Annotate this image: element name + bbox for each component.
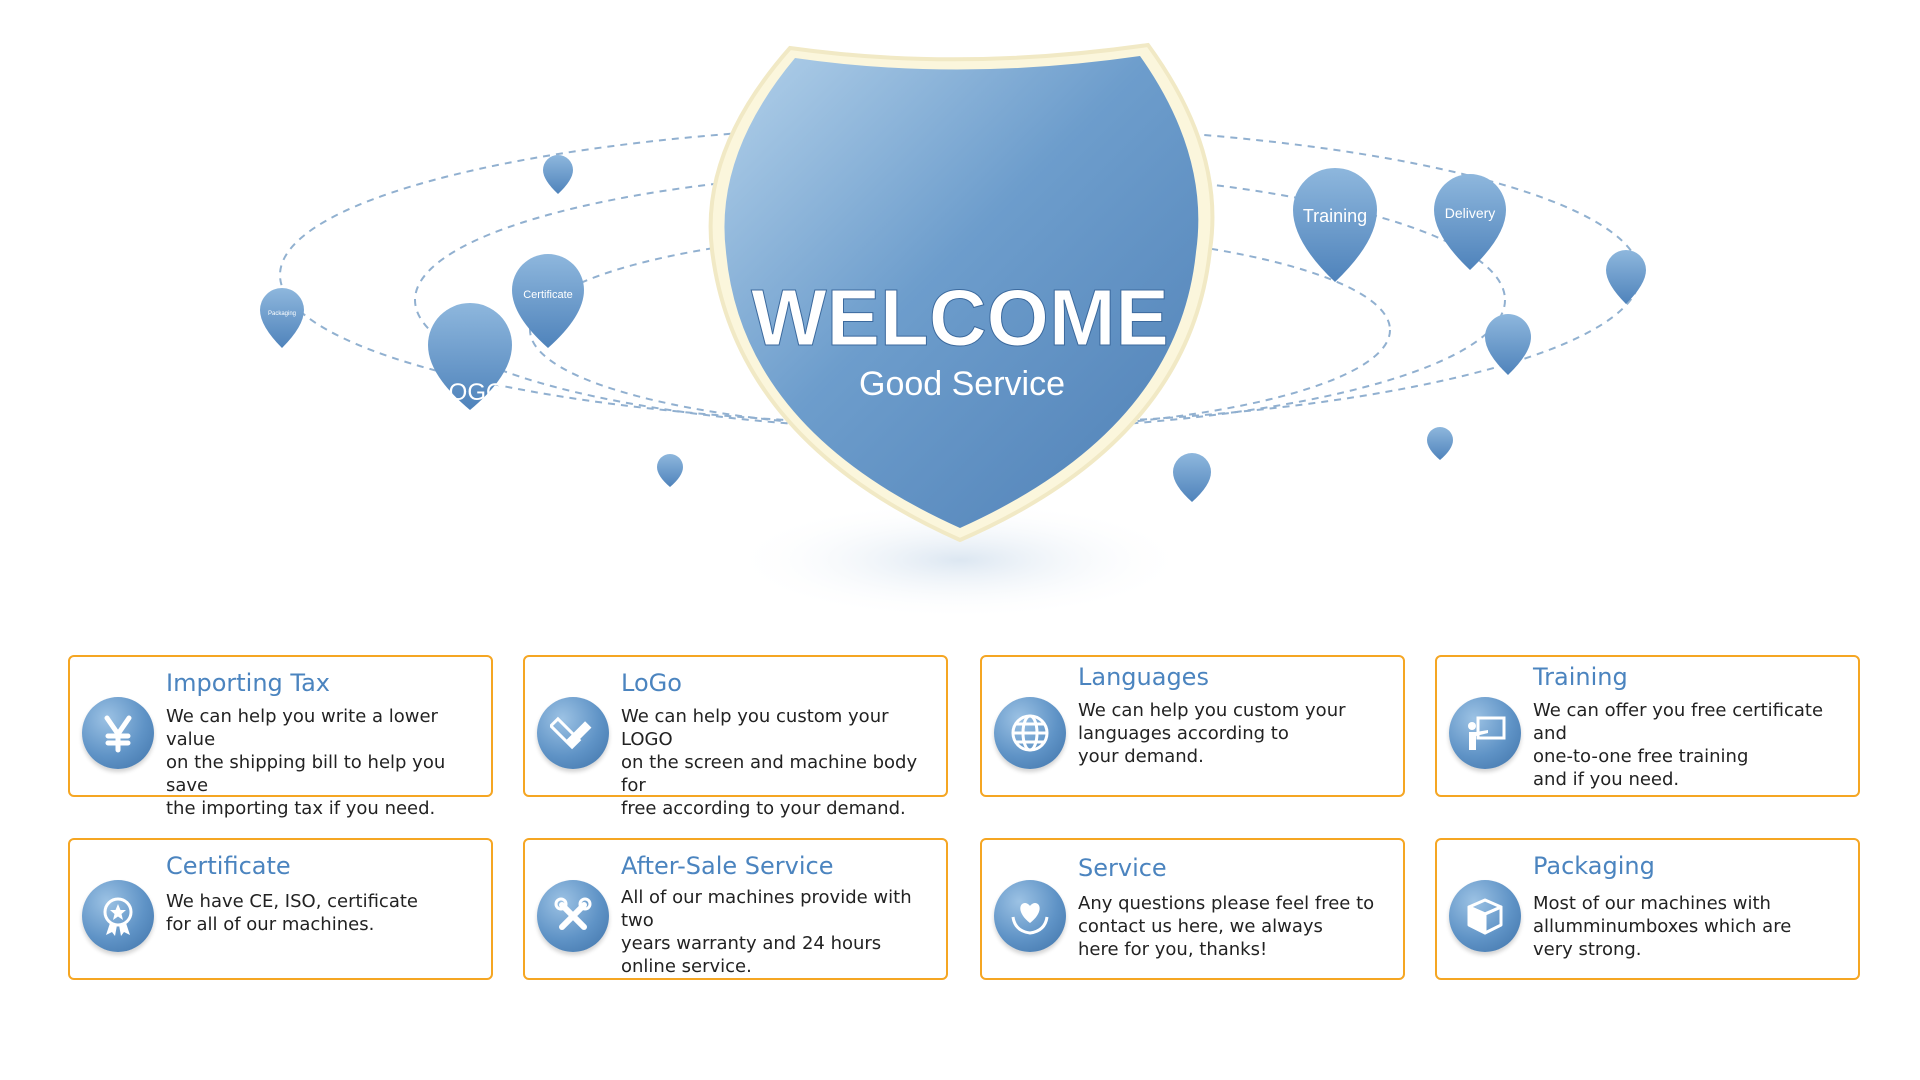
pin-delivery-label: Delivery — [1445, 205, 1496, 221]
welcome-subheadline: Good Service — [859, 365, 1065, 403]
feature-card-service: Service Any questions please feel free t… — [980, 838, 1405, 980]
pin-small — [543, 155, 573, 194]
feature-card-after-sale-service: After-Sale Service All of our machines p… — [523, 838, 948, 980]
yen-icon — [82, 697, 154, 769]
card-title: After-Sale Service — [621, 852, 834, 880]
pin-logo: LOGO — [428, 303, 512, 410]
card-description: We have CE, ISO, certificate for all of … — [166, 891, 418, 935]
welcome-shield: WELCOME Good Service — [708, 42, 1215, 543]
tools-icon — [537, 880, 609, 952]
card-title: Certificate — [166, 852, 291, 880]
pin-packaging-label: Packaging — [268, 311, 296, 317]
card-title: LoGo — [621, 669, 682, 697]
pin-training: Training — [1293, 167, 1378, 282]
pin-small — [1173, 453, 1211, 502]
feature-card-packaging: Packaging Most of our machines with allu… — [1435, 838, 1860, 980]
card-title: Languages — [1078, 663, 1209, 691]
globe-icon — [994, 697, 1066, 769]
welcome-hero: WELCOME Good Service LOGO Certificate Pa… — [260, 42, 1646, 620]
pin-delivery: Delivery — [1434, 174, 1506, 270]
card-description: We can help you write a lower value on t… — [166, 706, 446, 819]
pin-certificate-label: Certificate — [523, 289, 573, 301]
card-description: We can offer you free certificate and on… — [1533, 700, 1824, 790]
pin-small — [1485, 314, 1531, 375]
pin-training-label: Training — [1303, 206, 1367, 226]
pin-small — [657, 454, 683, 487]
award-ribbon-icon — [82, 880, 154, 952]
feature-card-training: Training We can offer you free certifica… — [1435, 655, 1860, 797]
heart-hands-icon — [994, 880, 1066, 952]
box-icon — [1449, 880, 1521, 952]
pin-packaging: Packaging — [260, 288, 304, 348]
pin-small — [1606, 250, 1646, 304]
pencil-ruler-icon — [537, 697, 609, 769]
card-description: Most of our machines with allumminumboxe… — [1533, 893, 1792, 960]
pin-small — [1427, 427, 1453, 460]
card-description: We can help you custom your LOGO on the … — [621, 706, 918, 819]
pin-certificate: Certificate — [512, 254, 584, 348]
card-title: Importing Tax — [166, 669, 330, 697]
feature-card-logo: LoGo We can help you custom your LOGO on… — [523, 655, 948, 819]
card-title: Packaging — [1533, 852, 1655, 880]
teacher-board-icon — [1449, 697, 1521, 769]
card-title: Service — [1078, 854, 1167, 882]
feature-card-certificate: Certificate We have CE, ISO, certificate… — [68, 838, 493, 980]
feature-card-importing-tax: Importing Tax We can help you write a lo… — [68, 655, 493, 819]
feature-card-languages: Languages We can help you custom your la… — [980, 655, 1405, 797]
card-description: Any questions please feel free to contac… — [1078, 893, 1375, 960]
card-description: All of our machines provide with two yea… — [621, 887, 912, 977]
pin-logo-label: LOGO — [435, 379, 504, 406]
card-description: We can help you custom your languages ac… — [1078, 700, 1346, 767]
card-title: Training — [1533, 663, 1628, 691]
welcome-headline: WELCOME — [751, 273, 1169, 362]
